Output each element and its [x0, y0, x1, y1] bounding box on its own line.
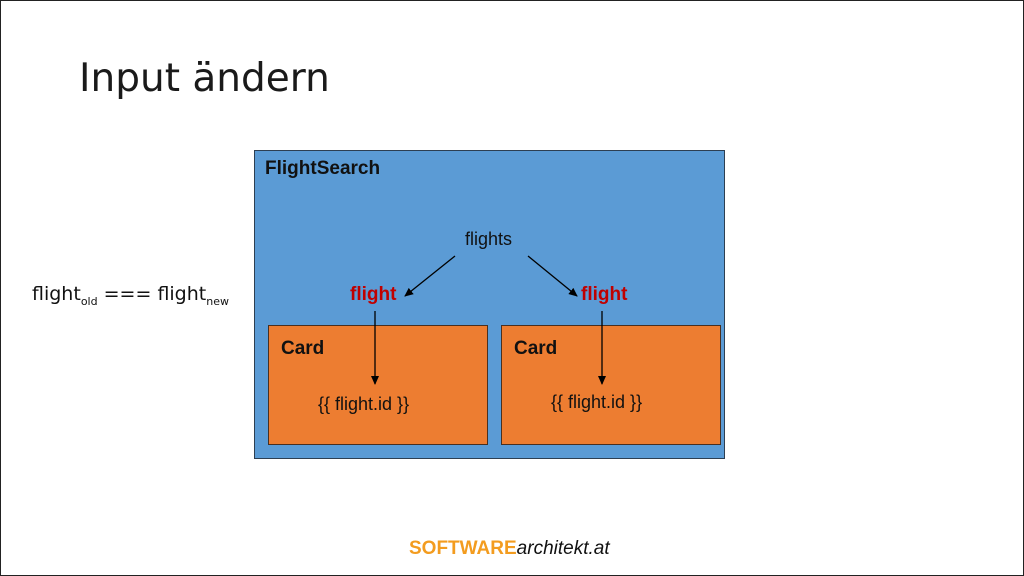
- left-flight-property: flight: [350, 284, 397, 305]
- card-left-binding: {{ flight.id }}: [318, 394, 410, 414]
- card-component-right: [501, 325, 721, 445]
- card-component-left: [268, 325, 488, 445]
- flights-source-label: flights: [465, 229, 513, 249]
- equality-formula: flightold === flightnew: [32, 283, 229, 308]
- card-right-binding: {{ flight.id }}: [551, 392, 643, 412]
- arrow-flights-to-right-flight: [527, 255, 578, 297]
- right-flight-property: flight: [581, 284, 628, 305]
- slide-title: Input ändern: [79, 56, 330, 101]
- brand-part-architekt: architekt.at: [516, 538, 610, 559]
- formula-right-sub: new: [206, 294, 229, 308]
- formula-right-base: flight: [157, 283, 207, 305]
- formula-left-sub: old: [80, 294, 98, 308]
- card-left-label: Card: [281, 338, 325, 359]
- arrow-flights-to-left-flight: [404, 255, 456, 297]
- formula-left-base: flight: [32, 283, 81, 305]
- brand-part-software: SOFTWARE: [409, 538, 517, 559]
- formula-operator: ===: [97, 283, 158, 305]
- card-right-label: Card: [514, 338, 558, 359]
- brand-logo: SOFTWAREarchitekt.at: [409, 538, 610, 560]
- flightsearch-label: FlightSearch: [265, 158, 381, 179]
